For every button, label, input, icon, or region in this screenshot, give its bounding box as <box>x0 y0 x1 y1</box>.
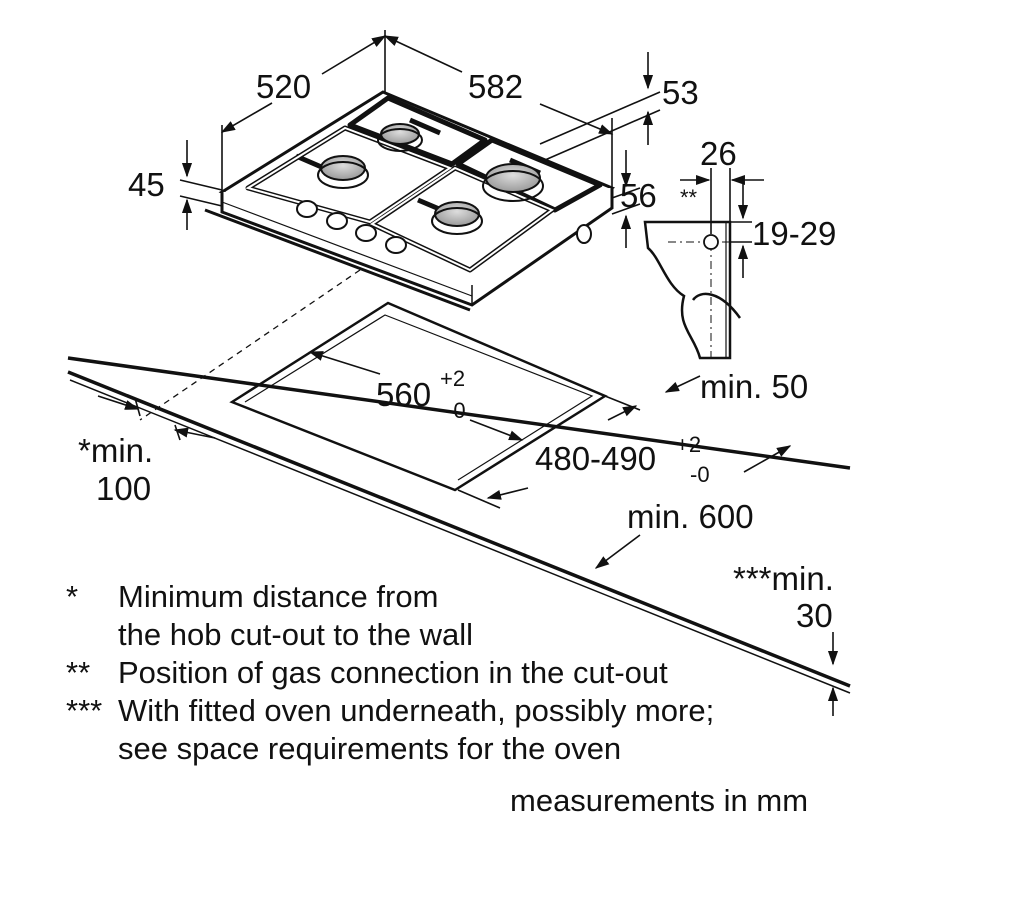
cutout-dimension-lines <box>97 351 839 716</box>
note-2-line-1: Position of gas connection in the cut-ou… <box>118 655 668 690</box>
label-cutout-depth: 480-490 <box>535 440 656 477</box>
label-hob-width: 582 <box>468 68 523 105</box>
burners <box>317 123 544 235</box>
note-3-line-1: With fitted oven underneath, possibly mo… <box>118 693 714 728</box>
label-min-wall-value: 100 <box>96 470 151 507</box>
control-knobs <box>296 200 592 254</box>
label-min-worktop: min. 600 <box>627 498 754 535</box>
worktop <box>67 356 851 694</box>
footnotes: * Minimum distance from the hob cut-out … <box>66 579 808 818</box>
label-cutout-depth-minus: -0 <box>690 462 710 487</box>
dimension-labels: 520 582 53 45 56 26 ** 19-29 560 +2 -0 4… <box>78 68 836 634</box>
label-front-height: 45 <box>128 166 165 203</box>
label-connector-width: 26 <box>700 135 737 172</box>
dimension-lines <box>179 30 661 248</box>
note-1-marker: * <box>66 579 78 614</box>
label-side-offset: 56 <box>620 177 657 214</box>
label-cutout-width-plus: +2 <box>440 366 465 391</box>
projection-line <box>139 269 361 421</box>
units-note: measurements in mm <box>510 783 808 818</box>
label-min-oven: ***min. <box>733 560 834 597</box>
gas-hob <box>204 90 616 312</box>
label-min-oven-value: 30 <box>796 597 833 634</box>
note-1-line-2: the hob cut-out to the wall <box>118 617 473 652</box>
note-3-marker: *** <box>66 693 102 728</box>
note-1-line-1: Minimum distance from <box>118 579 438 614</box>
label-connector-star: ** <box>680 185 698 210</box>
label-top-height: 53 <box>662 74 699 111</box>
gas-connection-detail <box>643 168 764 360</box>
label-cutout-width: 560 <box>376 376 431 413</box>
label-cutout-depth-plus: +2 <box>676 432 701 457</box>
note-3-line-2: see space requirements for the oven <box>118 731 621 766</box>
label-cutout-width-minus: -0 <box>446 398 466 423</box>
label-min-wall: *min. <box>78 432 153 469</box>
label-connector-height: 19-29 <box>752 215 836 252</box>
note-2-marker: ** <box>66 655 90 690</box>
label-hob-depth: 520 <box>256 68 311 105</box>
label-min-back: min. 50 <box>700 368 808 405</box>
